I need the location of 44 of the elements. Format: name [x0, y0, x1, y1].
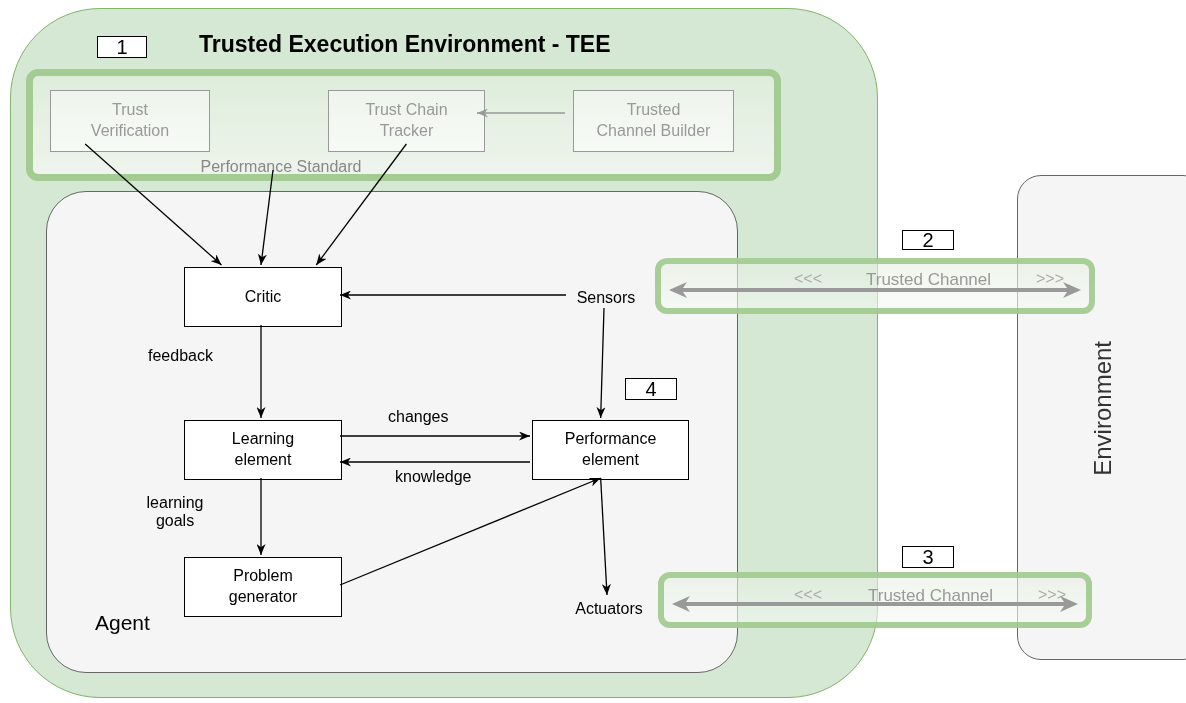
channel-label: Trusted Channel — [868, 586, 994, 606]
arrow — [257, 169, 274, 266]
callout-number: 4 — [625, 378, 677, 400]
edge-label: knowledge — [395, 468, 472, 486]
edge-label: feedback — [148, 347, 213, 365]
arrow — [84, 143, 223, 266]
channel-band — [655, 258, 1095, 314]
arrow — [339, 477, 602, 586]
environment-region — [1017, 175, 1186, 660]
heading: Trusted Execution Environment - TEE — [199, 31, 611, 58]
direction-marks: <<< — [794, 270, 823, 288]
region-title: Environment — [1089, 341, 1117, 476]
process-box: Trust Chain Tracker — [328, 90, 485, 152]
channel-band — [658, 572, 1092, 628]
arrow — [339, 457, 531, 467]
direction-marks: <<< — [794, 586, 823, 604]
callout-number: 1 — [97, 36, 147, 58]
process-box: Problem generator — [184, 557, 342, 617]
arrow — [256, 477, 266, 556]
arrow — [339, 290, 567, 300]
direction-marks: >>> — [1036, 270, 1065, 288]
process-box: Performance element — [532, 420, 689, 480]
node-label: Performance Standard — [186, 156, 376, 178]
arrow — [600, 477, 611, 596]
direction-marks: >>> — [1038, 586, 1067, 604]
arrow — [339, 431, 531, 441]
trust-band — [26, 69, 781, 181]
arrow — [315, 143, 407, 266]
callout-number: 2 — [902, 230, 954, 250]
callout-number: 3 — [902, 546, 954, 568]
node-label: Sensors — [568, 286, 644, 310]
agent-region — [46, 191, 738, 673]
region-title: Agent — [95, 611, 150, 635]
edge-label: changes — [388, 408, 449, 426]
arrow — [256, 324, 266, 419]
node-label: Actuators — [563, 597, 655, 621]
process-box: Learning element — [184, 420, 342, 480]
channel-label: Trusted Channel — [866, 270, 992, 290]
edge-label: learning goals — [145, 494, 205, 530]
process-box: Trusted Channel Builder — [573, 90, 734, 152]
process-box: Critic — [184, 267, 342, 327]
arrow — [476, 108, 566, 118]
process-box: Trust Verification — [50, 90, 210, 152]
arrow — [596, 307, 606, 419]
